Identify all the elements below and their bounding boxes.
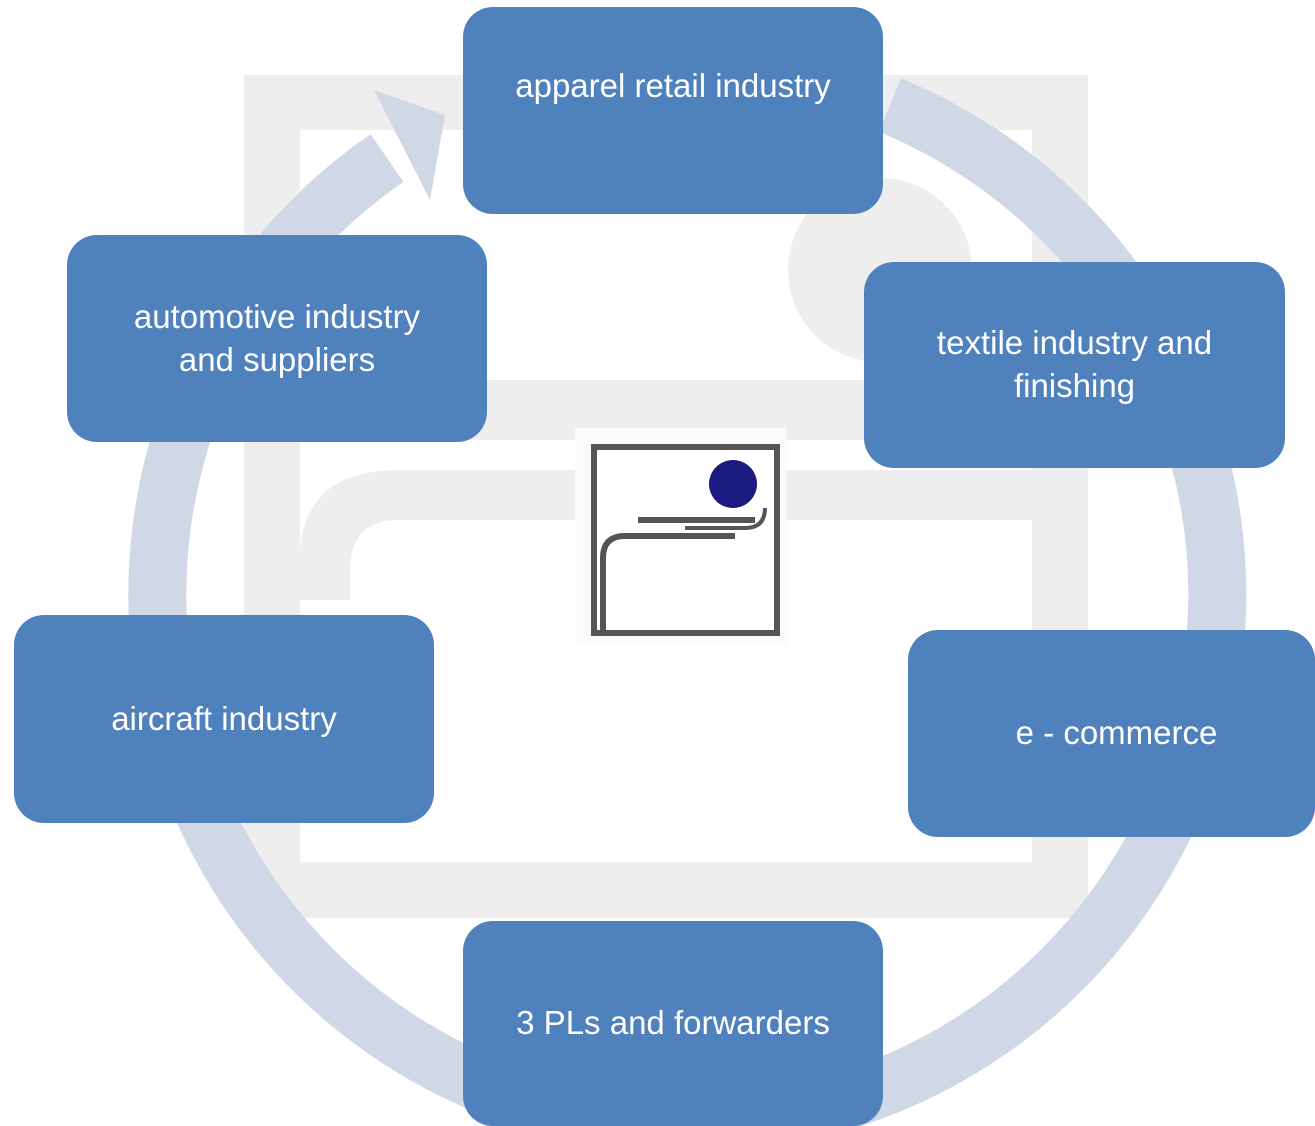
node-automotive-industry: automotive industry and suppliers bbox=[67, 235, 487, 442]
center-logo bbox=[575, 428, 787, 644]
arrowhead-icon bbox=[374, 90, 445, 200]
company-logo-icon bbox=[591, 444, 780, 636]
node-label: automotive industry and suppliers bbox=[133, 297, 421, 378]
node-3pls-and-forwarders: 3 PLs and forwarders bbox=[463, 921, 883, 1126]
node-label: aircraft industry bbox=[111, 699, 337, 737]
node-apparel-retail-industry: apparel retail industry bbox=[463, 7, 883, 214]
node-e-commerce: e - commerce bbox=[908, 630, 1315, 837]
node-aircraft-industry: aircraft industry bbox=[14, 615, 434, 823]
node-textile-industry: textile industry and finishing bbox=[864, 262, 1285, 468]
node-label: apparel retail industry bbox=[515, 67, 831, 104]
node-label: e - commerce bbox=[1015, 714, 1218, 752]
node-label: 3 PLs and forwarders bbox=[516, 1004, 830, 1042]
node-label: textile industry and finishing bbox=[936, 324, 1213, 404]
